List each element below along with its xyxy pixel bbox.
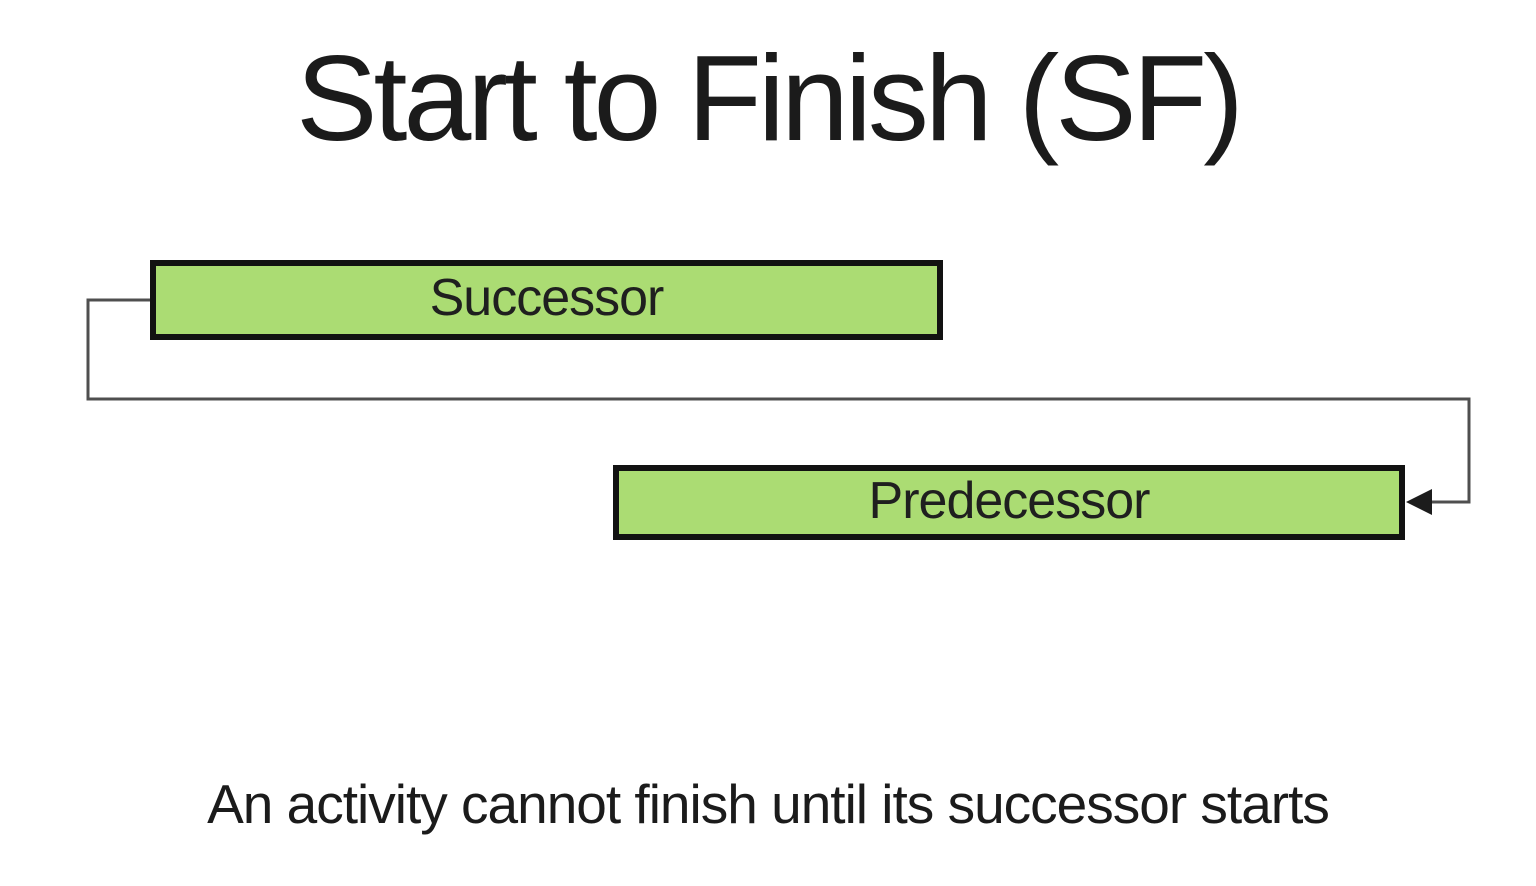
slide-caption: An activity cannot finish until its succ…: [207, 773, 1330, 835]
successor-bar-label: Successor: [429, 269, 665, 327]
successor-activity-bar: Successor: [150, 260, 943, 340]
predecessor-activity-bar: Predecessor: [613, 465, 1405, 540]
slide-title: Start to Finish (SF): [296, 30, 1244, 166]
left-arrowhead-icon: [1406, 489, 1432, 515]
predecessor-bar-label: Predecessor: [868, 471, 1151, 530]
